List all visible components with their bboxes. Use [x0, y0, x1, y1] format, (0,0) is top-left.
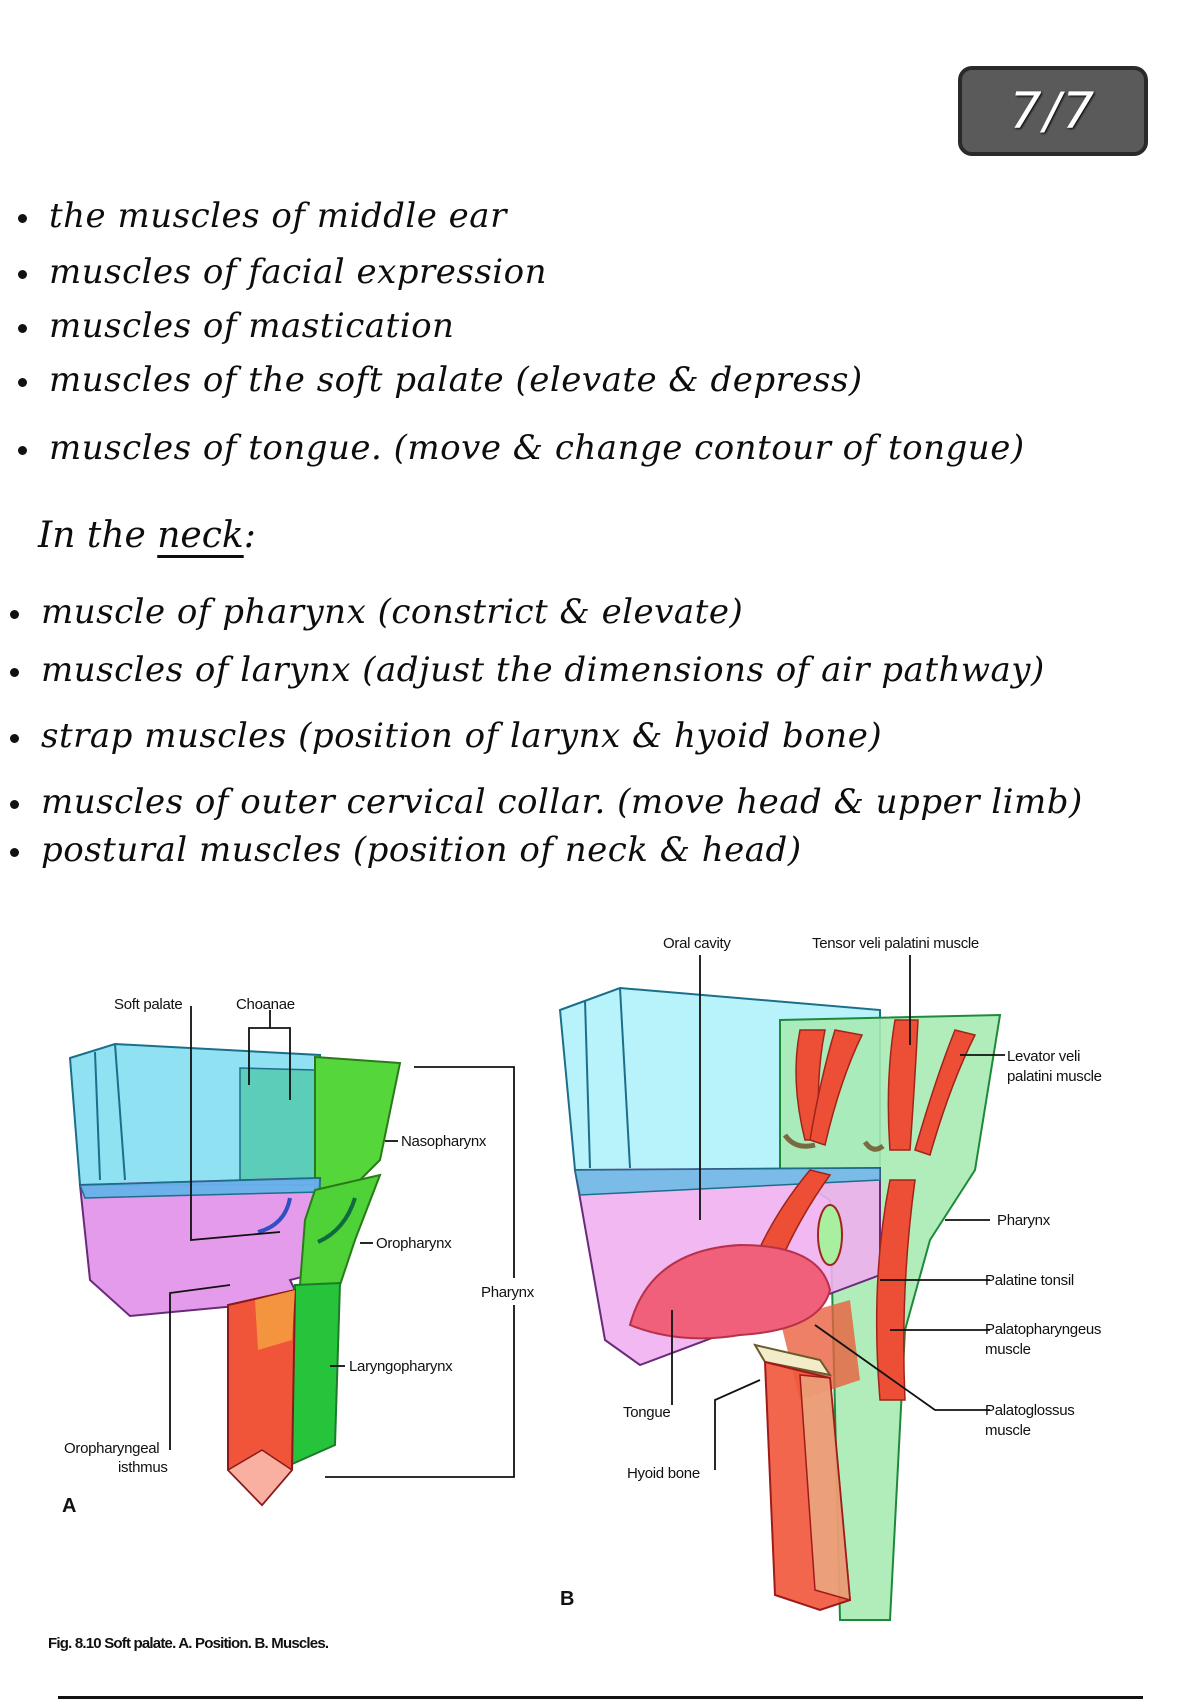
neck-muscle-item: muscles of larynx (adjust the dimensions… [10, 650, 1045, 690]
label-palatine-tonsil: Palatine tonsil [985, 1272, 1074, 1289]
pharynx-bracket [414, 1066, 515, 1278]
label-levator-line1: Levator veli [1007, 1048, 1080, 1065]
panel-b-diagram: Oral cavity Tensor veli palatini muscle … [558, 935, 1102, 1621]
label-oropharynx: Oropharynx [376, 1235, 452, 1252]
label-pharynx-b: Pharynx [997, 1212, 1051, 1229]
laryngopharynx-region [288, 1281, 342, 1467]
bullet-icon [18, 323, 27, 333]
soft-palate-arrow-icon [257, 1197, 292, 1234]
page-indicator-badge: 7/7 [958, 66, 1148, 156]
head-muscle-item: muscles of mastication [18, 306, 454, 346]
label-soft-palate: Soft palate [114, 996, 182, 1013]
bullet-icon [18, 445, 27, 455]
label-laryngopharynx: Laryngopharynx [349, 1358, 453, 1375]
palatopharyngeus-muscle [875, 1179, 916, 1401]
bottom-divider [58, 1696, 1143, 1699]
neck-heading: In the neck: [38, 515, 256, 556]
neck-heading-emphasis: neck [157, 515, 244, 556]
choanae-region [239, 1067, 316, 1181]
label-tongue: Tongue [623, 1404, 670, 1421]
label-pharynx-a: Pharynx [481, 1284, 535, 1301]
label-palatopharyngeus-line1: Palatopharyngeus [985, 1321, 1101, 1338]
neck-muscle-item: postural muscles (position of neck & hea… [10, 830, 802, 870]
bullet-icon [18, 213, 27, 223]
hyoid-bone-shape [752, 1343, 833, 1377]
label-palatoglossus-line2: muscle [985, 1422, 1031, 1439]
neck-muscle-item: muscles of outer cervical collar. (move … [10, 782, 1083, 822]
bullet-icon [18, 269, 27, 279]
tongue-shape [628, 1243, 832, 1340]
levator-veli-palatini-muscle [914, 1029, 977, 1156]
figure-caption: Fig. 8.10 Soft palate. A. Position. B. M… [48, 1635, 329, 1652]
nasopharynx-region [314, 1055, 402, 1191]
label-palatopharyngeus-line2: muscle [985, 1341, 1031, 1358]
label-choanae: Choanae [236, 996, 295, 1013]
head-muscle-item: muscles of facial expression [18, 252, 547, 292]
head-muscle-item: muscles of tongue. (move & change contou… [18, 428, 1025, 468]
bullet-icon [10, 847, 19, 857]
label-hyoid-bone: Hyoid bone [627, 1465, 700, 1482]
panel-a-diagram: Soft palate Choanae Nasopharynx Orophary… [62, 996, 535, 1517]
label-tensor-veli-palatini: Tensor veli palatini muscle [812, 935, 979, 952]
bullet-icon [10, 799, 19, 809]
label-oral-cavity: Oral cavity [663, 935, 731, 952]
palatine-tonsil-shape [817, 1204, 843, 1266]
label-levator-line2: palatini muscle [1007, 1068, 1102, 1085]
head-muscle-item: muscles of the soft palate (elevate & de… [18, 360, 863, 400]
panel-b-letter: B [560, 1588, 574, 1610]
bullet-icon [10, 733, 19, 743]
bullet-icon [18, 377, 27, 387]
neck-muscle-item: strap muscles (position of larynx & hyoi… [10, 716, 882, 756]
head-muscle-item: the muscles of middle ear [18, 196, 507, 236]
bullet-icon [10, 667, 19, 677]
neck-muscle-item: muscle of pharynx (constrict & elevate) [10, 592, 743, 632]
bullet-icon [10, 609, 19, 619]
label-nasopharynx: Nasopharynx [401, 1133, 487, 1150]
pharynx-arrow-icon [317, 1197, 357, 1244]
soft-palate-figure: Soft palate Choanae Nasopharynx Orophary… [62, 935, 1102, 1621]
panel-a-letter: A [62, 1495, 76, 1517]
label-palatoglossus-line1: Palatoglossus [985, 1402, 1075, 1419]
page-indicator-text: 7/7 [1009, 82, 1097, 140]
label-isthmus-line2: isthmus [118, 1459, 168, 1476]
label-isthmus-line1: Oropharyngeal [64, 1440, 159, 1457]
